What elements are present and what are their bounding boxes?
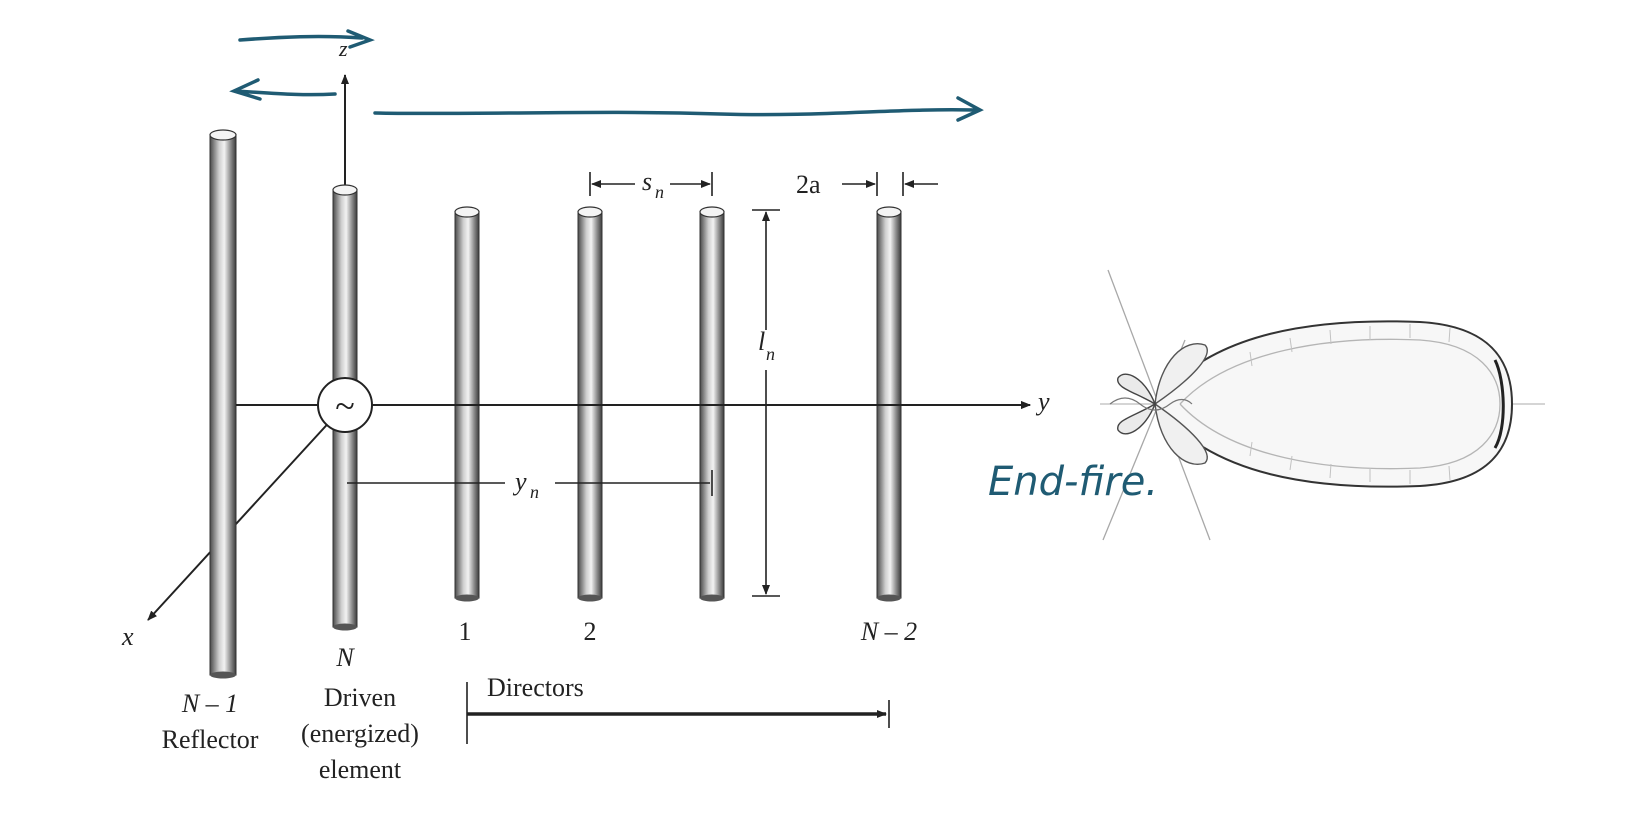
main-lobe xyxy=(1153,320,1514,488)
spacing-dimension xyxy=(589,172,713,196)
z-axis-label: z xyxy=(338,36,348,61)
hand-arrow-left xyxy=(229,78,337,101)
reflector-rod xyxy=(209,129,237,679)
driven-label-line3: element xyxy=(319,755,402,784)
reflector-index-label: N – 1 xyxy=(181,689,238,718)
side-lobe-upper xyxy=(1154,343,1208,406)
length-label: l xyxy=(758,327,765,356)
back-lobe-upper xyxy=(1117,373,1157,406)
director-1-label: 1 xyxy=(459,617,472,646)
hand-arrow-right xyxy=(373,96,984,122)
endfire-annotation: End-fire. xyxy=(988,459,1158,505)
director-2-label: 2 xyxy=(584,617,597,646)
source-symbol: ~ xyxy=(335,386,354,426)
director-last-label: N – 2 xyxy=(860,617,917,646)
driven-label-line1: Driven xyxy=(324,683,396,712)
hand-arrow-top xyxy=(238,29,375,49)
diameter-dimension xyxy=(842,172,938,196)
radiation-pattern xyxy=(1100,269,1545,541)
directors-span xyxy=(466,682,890,744)
y-axis-label: y xyxy=(1035,387,1050,416)
driven-index-label: N xyxy=(335,643,355,672)
voltage-source: ~ xyxy=(317,377,373,433)
position-dimension xyxy=(347,470,713,496)
x-axis-label: x xyxy=(121,622,134,651)
position-label: y xyxy=(512,467,527,496)
driven-label-line2: (energized) xyxy=(301,719,419,748)
spacing-label-sub: n xyxy=(655,182,664,202)
spacing-label: s xyxy=(642,167,652,196)
diameter-label: 2a xyxy=(796,170,821,199)
position-label-sub: n xyxy=(530,482,539,502)
back-lobe-lower xyxy=(1117,402,1157,435)
reflector-label: Reflector xyxy=(162,725,259,754)
x-axis xyxy=(147,404,346,621)
length-label-sub: n xyxy=(766,344,775,364)
length-dimension xyxy=(752,209,780,597)
directors-label: Directors xyxy=(487,673,584,702)
side-lobe-lower xyxy=(1154,402,1208,465)
handwritten-arrows xyxy=(229,29,984,122)
